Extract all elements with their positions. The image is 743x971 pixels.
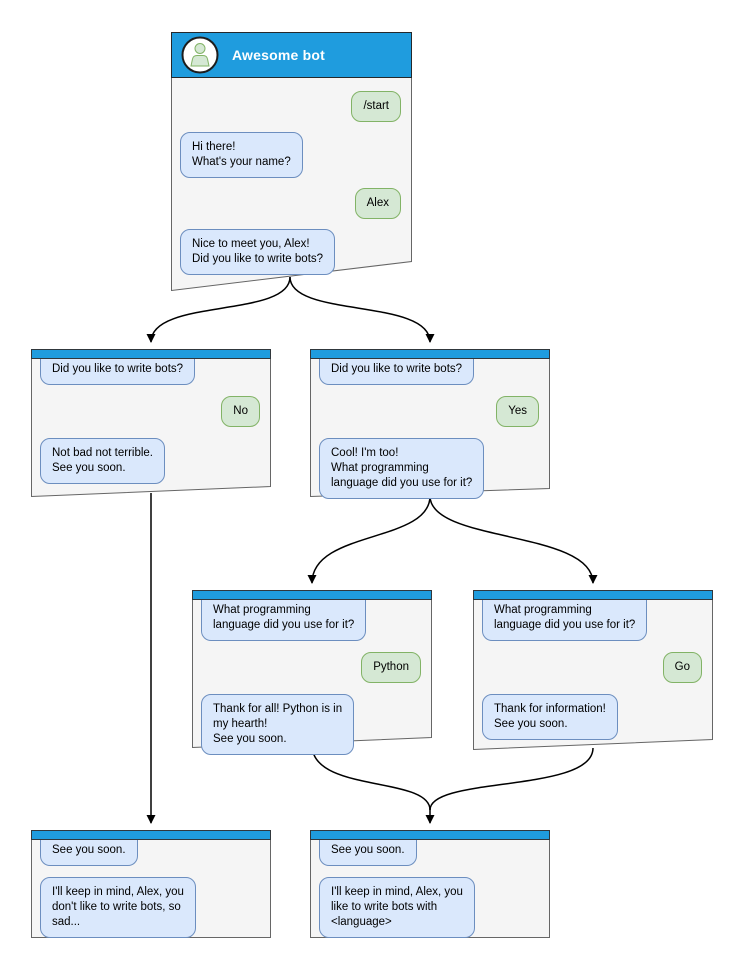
- chat-window-branch-yes: Did you like to write bots? Yes Cool! I'…: [310, 349, 550, 499]
- bot-message: Cool! I'm too! What programming language…: [319, 438, 485, 499]
- bot-message: I'll keep in mind, Alex, you like to wri…: [319, 877, 475, 938]
- user-message: Alex: [354, 188, 401, 219]
- window-titlebar: [473, 590, 713, 600]
- chat-body: See you soon. I'll keep in mind, Alex, y…: [310, 840, 550, 938]
- chat-window-end-yes: See you soon. I'll keep in mind, Alex, y…: [310, 830, 550, 938]
- user-message: Go: [662, 652, 702, 683]
- bot-message: Thank for information! See you soon.: [482, 694, 618, 740]
- user-message: Yes: [496, 396, 539, 427]
- bot-message: Did you like to write bots?: [319, 359, 475, 385]
- chat-window-start: Awesome bot /start Hi there! What's your…: [171, 32, 412, 291]
- arrow-go-to-end: [429, 747, 594, 811]
- bot-message: Thank for all! Python is in my hearth! S…: [201, 694, 355, 755]
- window-titlebar: Awesome bot: [171, 32, 412, 78]
- chat-body: What programming language did you use fo…: [192, 600, 432, 755]
- chat-window-end-no: See you soon. I'll keep in mind, Alex, y…: [31, 830, 271, 938]
- window-titlebar: [31, 830, 271, 840]
- bot-title: Awesome bot: [232, 47, 325, 63]
- chat-body: /start Hi there! What's your name? Alex …: [171, 78, 412, 275]
- bot-message: Did you like to write bots?: [40, 359, 196, 385]
- chat-window-branch-go: What programming language did you use fo…: [473, 590, 713, 750]
- bot-message: I'll keep in mind, Alex, you don't like …: [40, 877, 196, 938]
- arrow-yes-to-python: [307, 495, 431, 584]
- bot-message: See you soon.: [40, 840, 138, 866]
- bot-message: See you soon.: [319, 840, 417, 866]
- window-titlebar: [192, 590, 432, 600]
- chat-body: Did you like to write bots? Yes Cool! I'…: [310, 359, 550, 499]
- user-message: Python: [361, 652, 421, 683]
- bot-message: What programming language did you use fo…: [201, 600, 367, 641]
- chat-body: What programming language did you use fo…: [473, 600, 713, 740]
- chat-body: Did you like to write bots? No Not bad n…: [31, 359, 271, 484]
- avatar-icon: [181, 36, 219, 74]
- chat-body: See you soon. I'll keep in mind, Alex, y…: [31, 840, 271, 938]
- user-message: /start: [351, 91, 401, 122]
- window-titlebar: [310, 349, 550, 359]
- bot-message: Hi there! What's your name?: [180, 132, 303, 178]
- bot-message: Nice to meet you, Alex! Did you like to …: [180, 229, 336, 275]
- bot-message: What programming language did you use fo…: [482, 600, 648, 641]
- user-message: No: [221, 396, 260, 427]
- chat-window-branch-python: What programming language did you use fo…: [192, 590, 432, 755]
- arrow-yes-to-go: [429, 495, 598, 584]
- window-titlebar: [310, 830, 550, 840]
- bot-message: Not bad not terrible. See you soon.: [40, 438, 166, 484]
- chat-window-branch-no: Did you like to write bots? No Not bad n…: [31, 349, 271, 497]
- window-titlebar: [31, 349, 271, 359]
